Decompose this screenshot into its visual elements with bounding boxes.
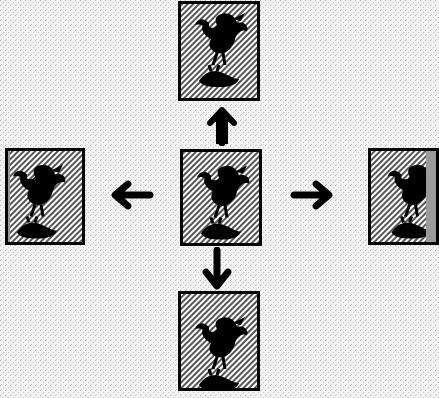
panel-center <box>180 149 262 246</box>
bird-and-frog-icon <box>181 294 257 388</box>
bird-and-frog-icon <box>371 151 436 242</box>
panel-top <box>178 1 260 101</box>
bird-and-frog-icon <box>183 152 259 243</box>
bird-and-frog-icon <box>8 151 82 242</box>
arrow-up-icon <box>207 107 237 146</box>
arrow-down-icon <box>202 247 232 290</box>
panel-bottom <box>178 291 260 391</box>
arrow-left-icon <box>111 180 154 210</box>
panel-left <box>5 148 85 245</box>
arrow-right-icon <box>290 180 333 210</box>
panel-right <box>368 148 439 245</box>
bird-and-frog-icon <box>181 4 257 98</box>
